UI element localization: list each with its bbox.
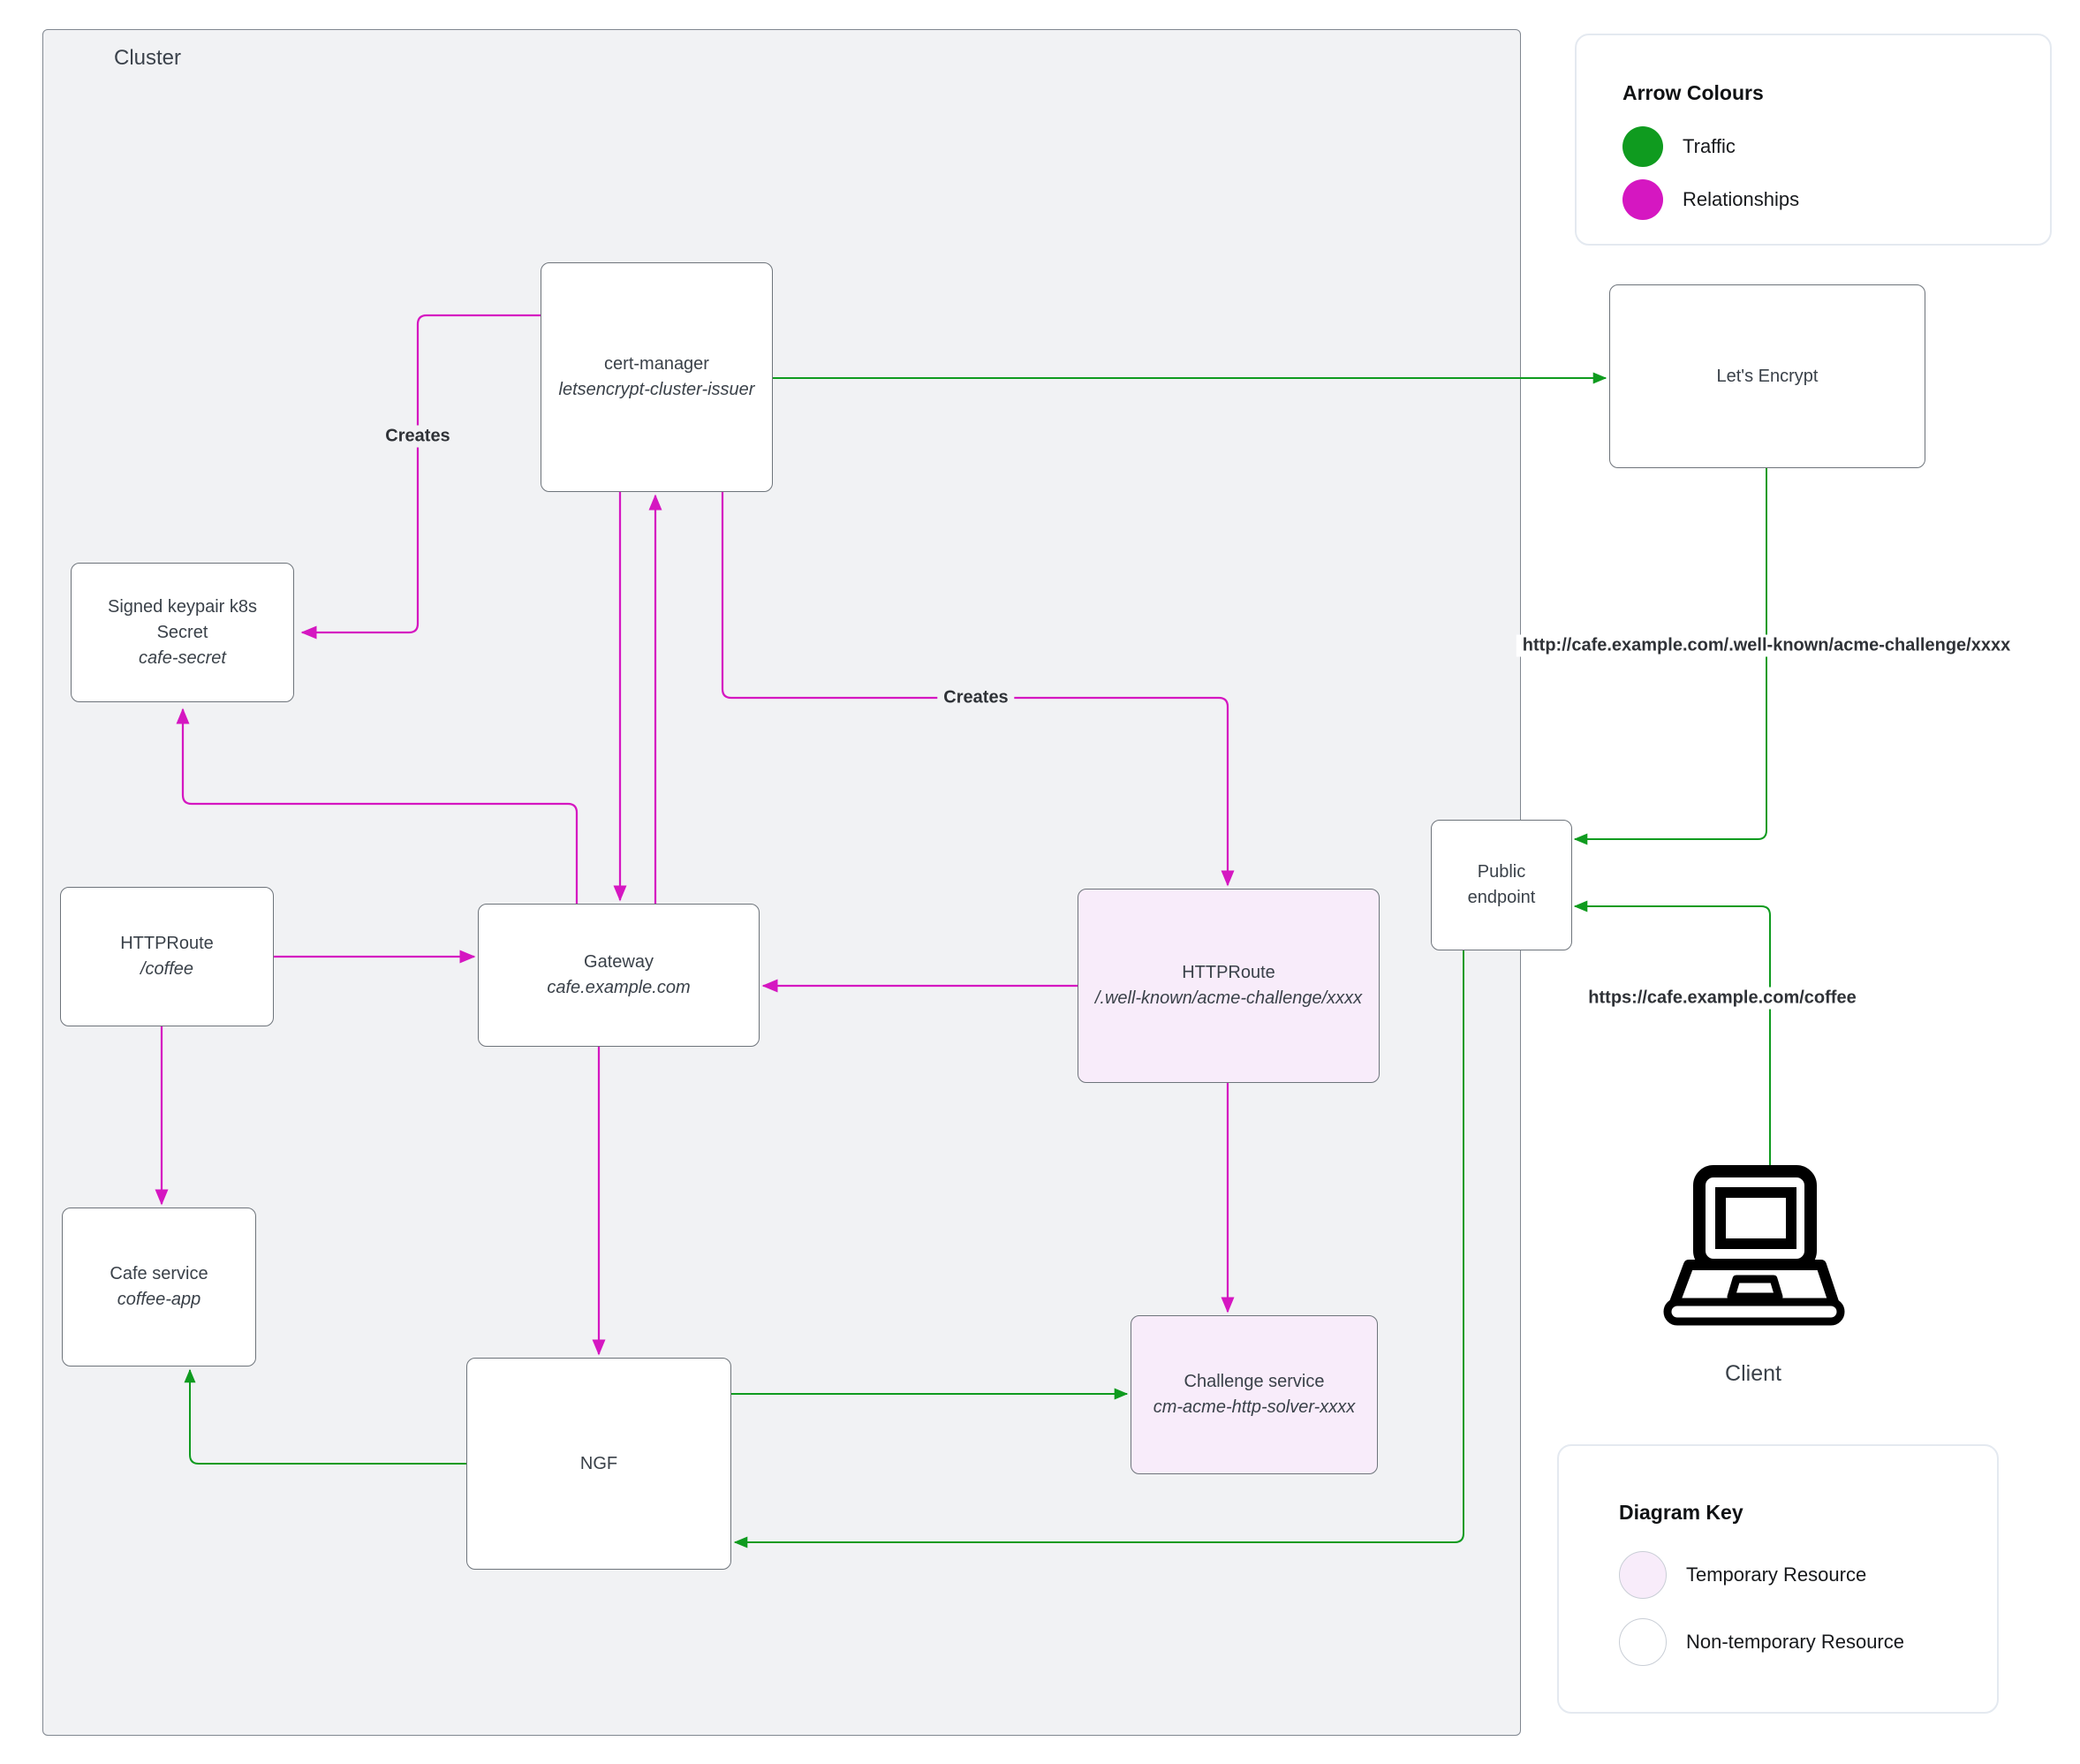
key-row-non-temporary: Non-temporary Resource xyxy=(1619,1618,1997,1666)
legend-item-label: Traffic xyxy=(1683,135,1736,157)
relationships-color-swatch xyxy=(1622,179,1663,220)
node-subtitle: cm-acme-http-solver-xxxx xyxy=(1153,1397,1356,1417)
node-title: HTTPRoute xyxy=(120,934,214,953)
client-label: Client xyxy=(1725,1361,1781,1386)
node-challenge-service: Challenge service cm-acme-http-solver-xx… xyxy=(1131,1315,1378,1474)
node-signed-keypair-secret: Signed keypair k8s Secret cafe-secret xyxy=(71,563,294,702)
edge-label-creates-secret: Creates xyxy=(379,425,457,448)
traffic-color-swatch xyxy=(1622,126,1663,167)
node-title: cert-manager xyxy=(604,354,709,374)
node-subtitle: letsencrypt-cluster-issuer xyxy=(558,380,755,399)
url-label-coffee: https://cafe.example.com/coffee xyxy=(1582,987,1863,1010)
non-temporary-resource-swatch xyxy=(1619,1618,1667,1666)
laptop-icon xyxy=(1663,1165,1845,1326)
node-gateway: Gateway cafe.example.com xyxy=(478,904,760,1047)
key-row-temporary: Temporary Resource xyxy=(1619,1551,1997,1599)
node-subtitle: cafe-secret xyxy=(139,647,226,668)
node-title: Public endpoint xyxy=(1467,862,1536,907)
node-subtitle: /coffee xyxy=(140,959,194,979)
node-subtitle: cafe.example.com xyxy=(547,978,691,997)
node-title: Signed keypair k8s Secret xyxy=(108,596,257,642)
node-httproute-coffee: HTTPRoute /coffee xyxy=(60,887,274,1026)
node-subtitle: coffee-app xyxy=(117,1290,201,1309)
node-ngf: NGF xyxy=(466,1358,731,1570)
node-title: HTTPRoute xyxy=(1182,963,1275,982)
node-cafe-service: Cafe service coffee-app xyxy=(62,1208,256,1367)
key-item-label: Non-temporary Resource xyxy=(1686,1631,1904,1653)
key-item-label: Temporary Resource xyxy=(1686,1563,1867,1586)
client: Client xyxy=(1659,1164,1848,1387)
diagram-key-title: Diagram Key xyxy=(1619,1501,1743,1524)
legend-item-label: Relationships xyxy=(1683,188,1800,210)
edge-label-creates-httproute: Creates xyxy=(937,686,1015,709)
legend-row-traffic: Traffic xyxy=(1622,126,2050,167)
edge-public-endpoint-to-ngf xyxy=(733,950,1464,1548)
edge-gateway-to-secret xyxy=(176,708,579,904)
node-title: Let's Encrypt xyxy=(1716,366,1819,386)
edge-letsencrypt-to-public-endpoint xyxy=(1573,468,1767,845)
url-label-acme-challenge: http://cafe.example.com/.well-known/acme… xyxy=(1516,634,2017,657)
node-title: Challenge service xyxy=(1184,1372,1325,1391)
arrow-colours-legend: Arrow Colours Traffic Relationships xyxy=(1575,34,2052,246)
cluster-label: Cluster xyxy=(114,46,182,70)
node-httproute-acme-challenge: HTTPRoute /.well-known/acme-challenge/xx… xyxy=(1078,889,1380,1083)
node-public-endpoint: Public endpoint xyxy=(1431,820,1572,950)
node-title: NGF xyxy=(579,1453,618,1473)
node-subtitle: /.well-known/acme-challenge/xxxx xyxy=(1094,988,1363,1008)
node-title: Gateway xyxy=(584,952,654,972)
edge-client-to-public-endpoint xyxy=(1573,900,1771,1169)
node-lets-encrypt: Let's Encrypt xyxy=(1609,284,1925,468)
diagram-key-legend: Diagram Key Temporary Resource Non-tempo… xyxy=(1557,1444,1999,1714)
legend-row-relationships: Relationships xyxy=(1622,179,2050,220)
edge-certmanager-to-secret xyxy=(300,314,541,640)
legend-title: Arrow Colours xyxy=(1622,81,1764,104)
temporary-resource-swatch xyxy=(1619,1551,1667,1599)
node-title: Cafe service xyxy=(110,1264,208,1283)
node-cert-manager: cert-manager letsencrypt-cluster-issuer xyxy=(541,262,773,492)
edge-ngf-to-cafe xyxy=(184,1368,466,1465)
